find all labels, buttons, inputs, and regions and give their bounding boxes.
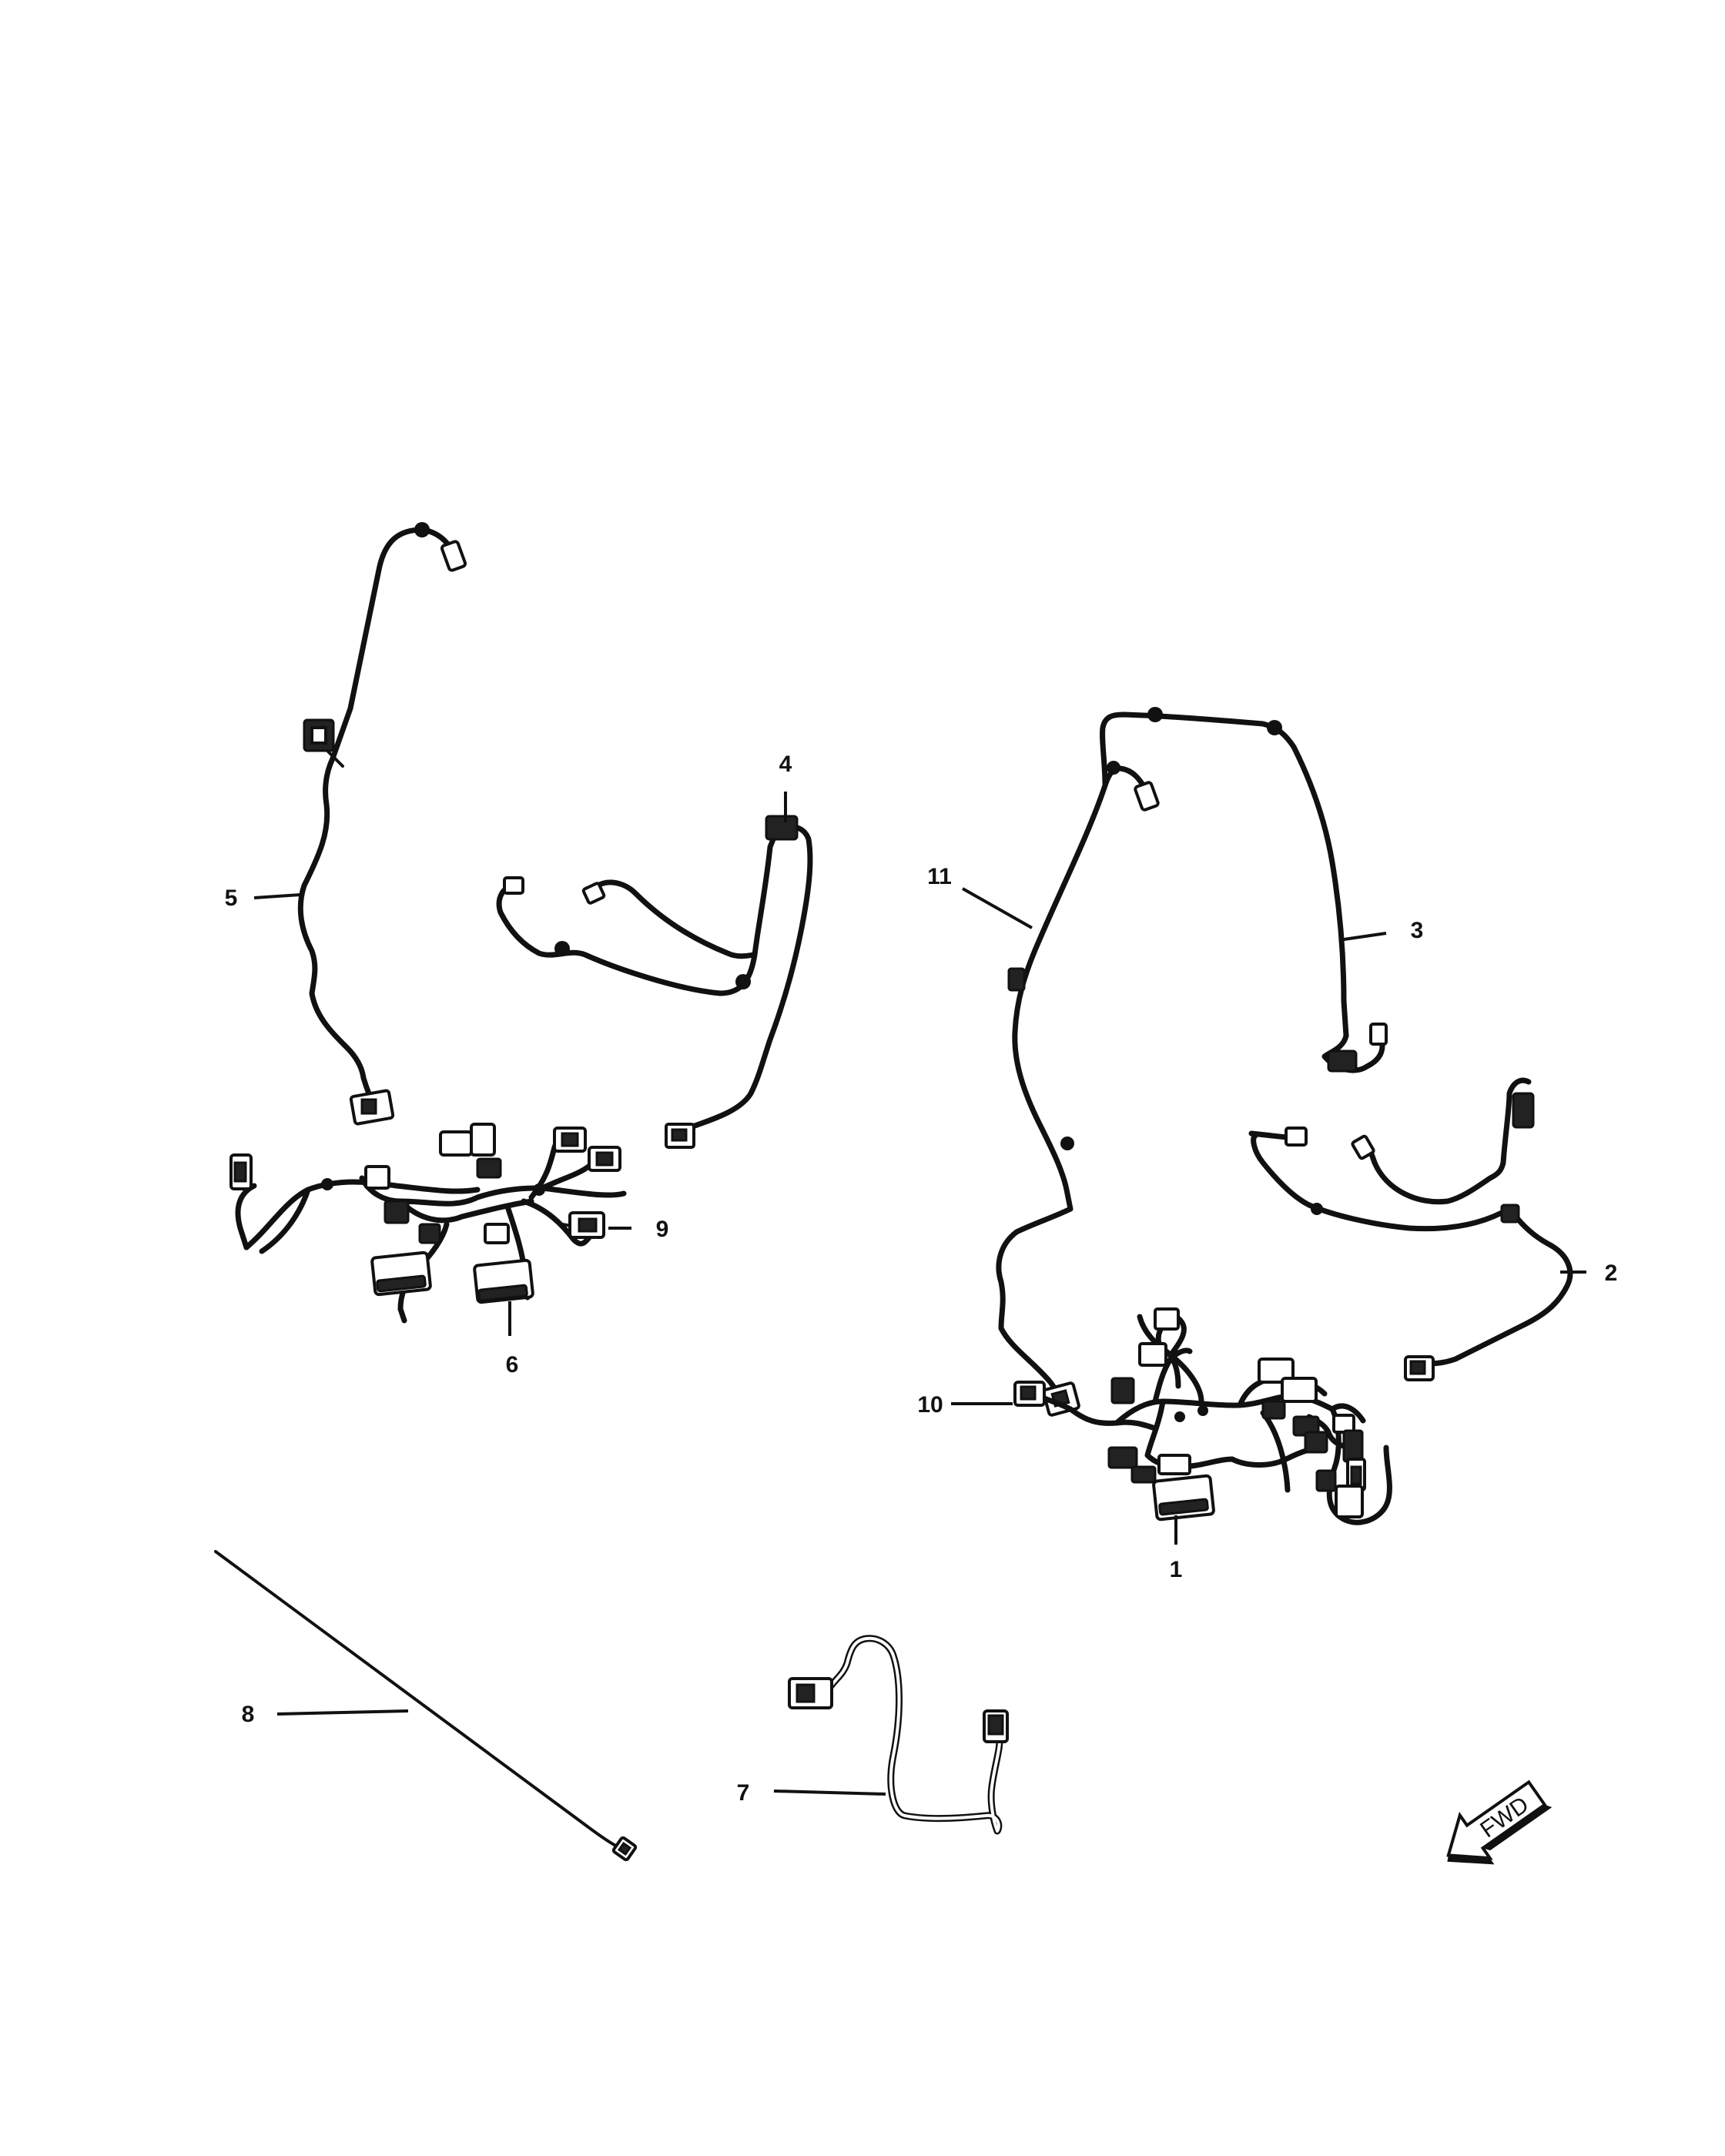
callout-1: 1 (1170, 1557, 1183, 1582)
harness-part-4 (496, 815, 813, 1149)
harness-part-11 (996, 707, 1349, 1417)
fwd-arrow-icon (1446, 1779, 1547, 1860)
leader-3 (1343, 932, 1387, 941)
leader-7 (773, 1789, 886, 1796)
callout-9: 9 (656, 1217, 669, 1242)
callout-2: 2 (1605, 1260, 1618, 1286)
harness-part-5 (297, 522, 467, 1126)
harness-part-3 (1321, 1023, 1388, 1073)
callout-10: 10 (917, 1392, 943, 1418)
harness-part-6-9 (229, 1123, 627, 1324)
harness-part-2 (1248, 1077, 1573, 1381)
forward-direction-arrow: FWD (1446, 1779, 1552, 1865)
leader-8 (276, 1709, 409, 1716)
callout-4: 4 (779, 752, 792, 777)
leader-lines (253, 792, 1586, 1796)
callout-8: 8 (242, 1702, 255, 1727)
jumper-part-7 (788, 1635, 1009, 1835)
callout-11: 11 (927, 864, 952, 889)
leader-11 (962, 887, 1033, 929)
callout-7: 7 (737, 1780, 750, 1806)
harness-part-1-10 (1013, 1307, 1392, 1525)
callout-6: 6 (506, 1352, 519, 1378)
cable-part-8 (214, 1550, 638, 1862)
callout-3: 3 (1411, 918, 1424, 943)
callout-5: 5 (225, 886, 238, 911)
callout-labels: 1 2 3 4 5 6 7 8 9 10 11 (225, 752, 1618, 1806)
leader-5 (253, 893, 301, 899)
